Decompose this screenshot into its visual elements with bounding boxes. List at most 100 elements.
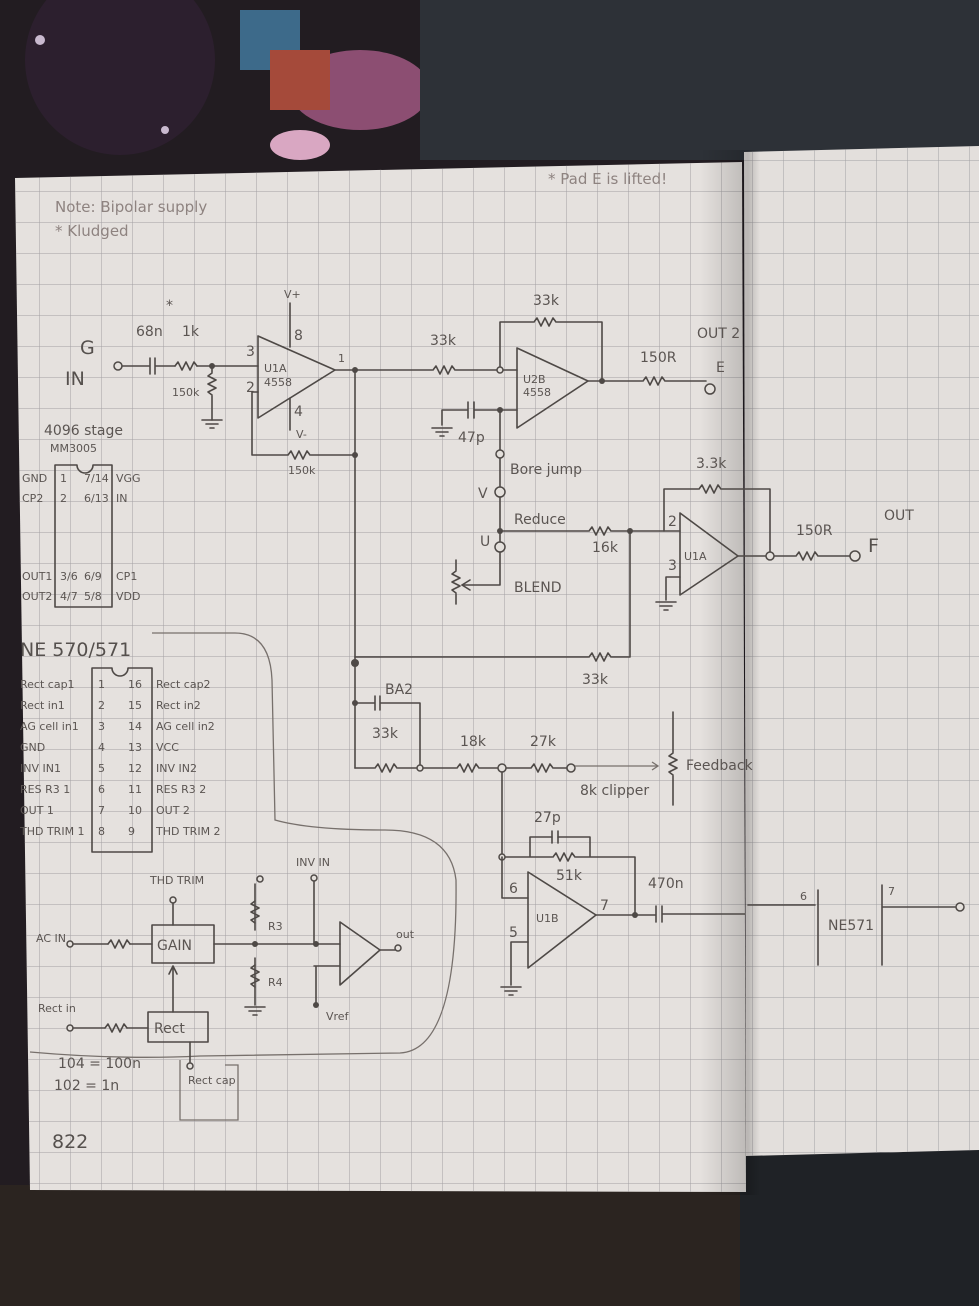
pad-v-label: V (478, 486, 488, 502)
ne571-label: NE571 (828, 918, 874, 934)
kludge-star: * (166, 298, 173, 314)
ne570-pin-cell: Rect cap2 (156, 678, 211, 691)
mm3005-pin-cell: VGG (116, 472, 141, 485)
res-51k-label: 51k (556, 868, 583, 884)
mm3005-pin-cell: 1 (60, 472, 67, 485)
vref-label: Vref (326, 1010, 350, 1023)
mm3005-title: 4096 stage (44, 423, 123, 439)
pin-5: 5 (509, 925, 518, 941)
vplus-label: V+ (284, 288, 301, 301)
rect-block (147, 1011, 209, 1043)
blend-section: Bore jump V U Reduce BLEND 16k (451, 409, 681, 605)
note-bipolar-supply: Note: Bipolar supply (55, 198, 207, 216)
thd-trim-label: THD TRIM (149, 874, 204, 887)
out-jack (849, 550, 861, 562)
jumper-pad (494, 541, 506, 553)
ne570-pin-cell: 9 (128, 825, 135, 838)
rect-in-label: Rect in (38, 1002, 76, 1015)
opamp-label: U1A (684, 550, 707, 563)
res-18k-label: 18k (460, 734, 487, 750)
ne570-pin-cell: 11 (128, 783, 142, 796)
page-number: 822 (52, 1131, 88, 1153)
ne570-pin-cell: 5 (98, 762, 105, 775)
res-33k-in-label: 33k (430, 333, 457, 349)
out2-letter: E (716, 360, 725, 376)
ne570-pin-cell: 12 (128, 762, 142, 775)
ac-in-label: AC IN (36, 932, 66, 945)
cap-ba2-label: BA2 (385, 682, 413, 698)
ne570-pin-cell: RES R3 2 (156, 783, 206, 796)
pin-8: 8 (294, 328, 303, 344)
mm3005-pin-cell: GND (22, 472, 47, 485)
mm3005-pin-cell: 2 (60, 492, 67, 505)
cap-68n-label: 68n (136, 324, 163, 340)
gain-label: GAIN (157, 938, 192, 954)
block-opamp (339, 921, 381, 986)
res-1k-label: 1k (182, 324, 200, 340)
mm3005-pin-cell: OUT1 (22, 570, 52, 583)
ne570-pin-cell: AG cell in2 (156, 720, 215, 733)
ne570-block-diagram: AC IN GAIN THD TRIM R3 R4 INV IN Vref ou… (36, 856, 415, 1121)
inv-in-label: INV IN (296, 856, 330, 869)
ne570-pin-cell: 8 (98, 825, 105, 838)
mm3005-pin-cell: 5/8 (84, 590, 102, 603)
opamp-u2b (516, 347, 589, 429)
spine-shadow (700, 150, 760, 1195)
blend-label: BLEND (514, 580, 562, 596)
input-jack (113, 361, 123, 371)
ne570-title: NE 570/571 (20, 639, 131, 661)
res-3.3k-label: 3.3k (696, 456, 727, 472)
pin-7: 7 (600, 898, 609, 914)
mm3005-pin-cell: 4/7 (60, 590, 78, 603)
ne570-pin-cell: OUT 2 (156, 804, 190, 817)
ne570-pin-cell: INV IN1 (20, 762, 61, 775)
mm3005-pin-cell: OUT2 (22, 590, 52, 603)
input-letter: G (80, 337, 95, 359)
res-150k-label: 150k (172, 386, 200, 399)
block-out-label: out (396, 928, 415, 941)
mm3005-pin-cell: CP2 (22, 492, 43, 505)
ne570-pin-cell: 14 (128, 720, 142, 733)
pad-u-label: U (480, 534, 490, 550)
out-label: OUT (884, 508, 914, 524)
mm3005-pin-cell: 6/13 (84, 492, 109, 505)
pin-plus: 3 (668, 558, 677, 574)
opamp-u1a-output (679, 512, 739, 596)
ne570-pin-cell: 6 (98, 783, 105, 796)
jumper-pad (494, 486, 506, 498)
out-letter: F (868, 535, 879, 557)
res-150k-fb-label: 150k (288, 464, 316, 477)
opamp-part: 4558 (264, 376, 292, 389)
mm3005-pin-cell: CP1 (116, 570, 137, 583)
ne570-pin-cell: VCC (156, 741, 179, 754)
ne570-pin-cell: 15 (128, 699, 142, 712)
opamp-u2b-label: U2B (523, 373, 546, 386)
ne570-pin-cell: OUT 1 (20, 804, 54, 817)
ne570-pin-cell: 7 (98, 804, 105, 817)
opamp-u1a-label: U1A (264, 362, 287, 375)
opamp-u1b-label: U1B (536, 912, 559, 925)
u2b-stage: 33k 33k U2B 4558 150R OUT 2 E 47p (430, 293, 740, 446)
res-33k-mix-label: 33k (582, 672, 609, 688)
r3-label: R3 (268, 920, 283, 933)
note-pad-lifted: * Pad E is lifted! (548, 170, 667, 188)
input-stage: G IN 68n 1k * 150k U1A 4558 3 2 8 4 1 V+… (65, 288, 501, 769)
res-27k-label: 27k (530, 734, 557, 750)
note-kludged: * Kludged (55, 222, 129, 240)
rect-cap-label: Rect cap (188, 1074, 236, 1087)
out2-label: OUT 2 (697, 326, 740, 342)
ne570-pin-cell: 10 (128, 804, 142, 817)
clipper-stage: BA2 33k 18k 27k 8k clipper Feedback 27p … (352, 682, 754, 996)
ne570-pin-cell: INV IN2 (156, 762, 197, 775)
ne570-pin-cell: RES R3 1 (20, 783, 70, 796)
ne571-pin6: 6 (800, 890, 807, 903)
output-mixer: U1A 2 3 3.3k 150R F OUT 33k (351, 456, 914, 688)
opamp-u1b (527, 871, 597, 969)
pin-2: 2 (246, 380, 255, 396)
res-150r-out-label: 150R (796, 523, 833, 539)
opamp-u2b-part: 4558 (523, 386, 551, 399)
ne571-pin7: 7 (888, 885, 895, 898)
